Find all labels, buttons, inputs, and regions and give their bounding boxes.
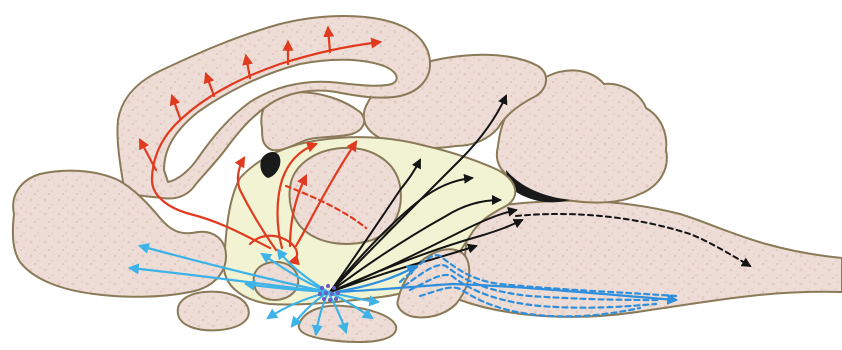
brain-tissue: [13, 16, 842, 342]
pituitary-shape: [178, 292, 249, 331]
mammillary-shape: [299, 306, 397, 342]
spinal-cord-shape: [460, 201, 842, 317]
frontal-lobe-shape: [13, 171, 226, 297]
